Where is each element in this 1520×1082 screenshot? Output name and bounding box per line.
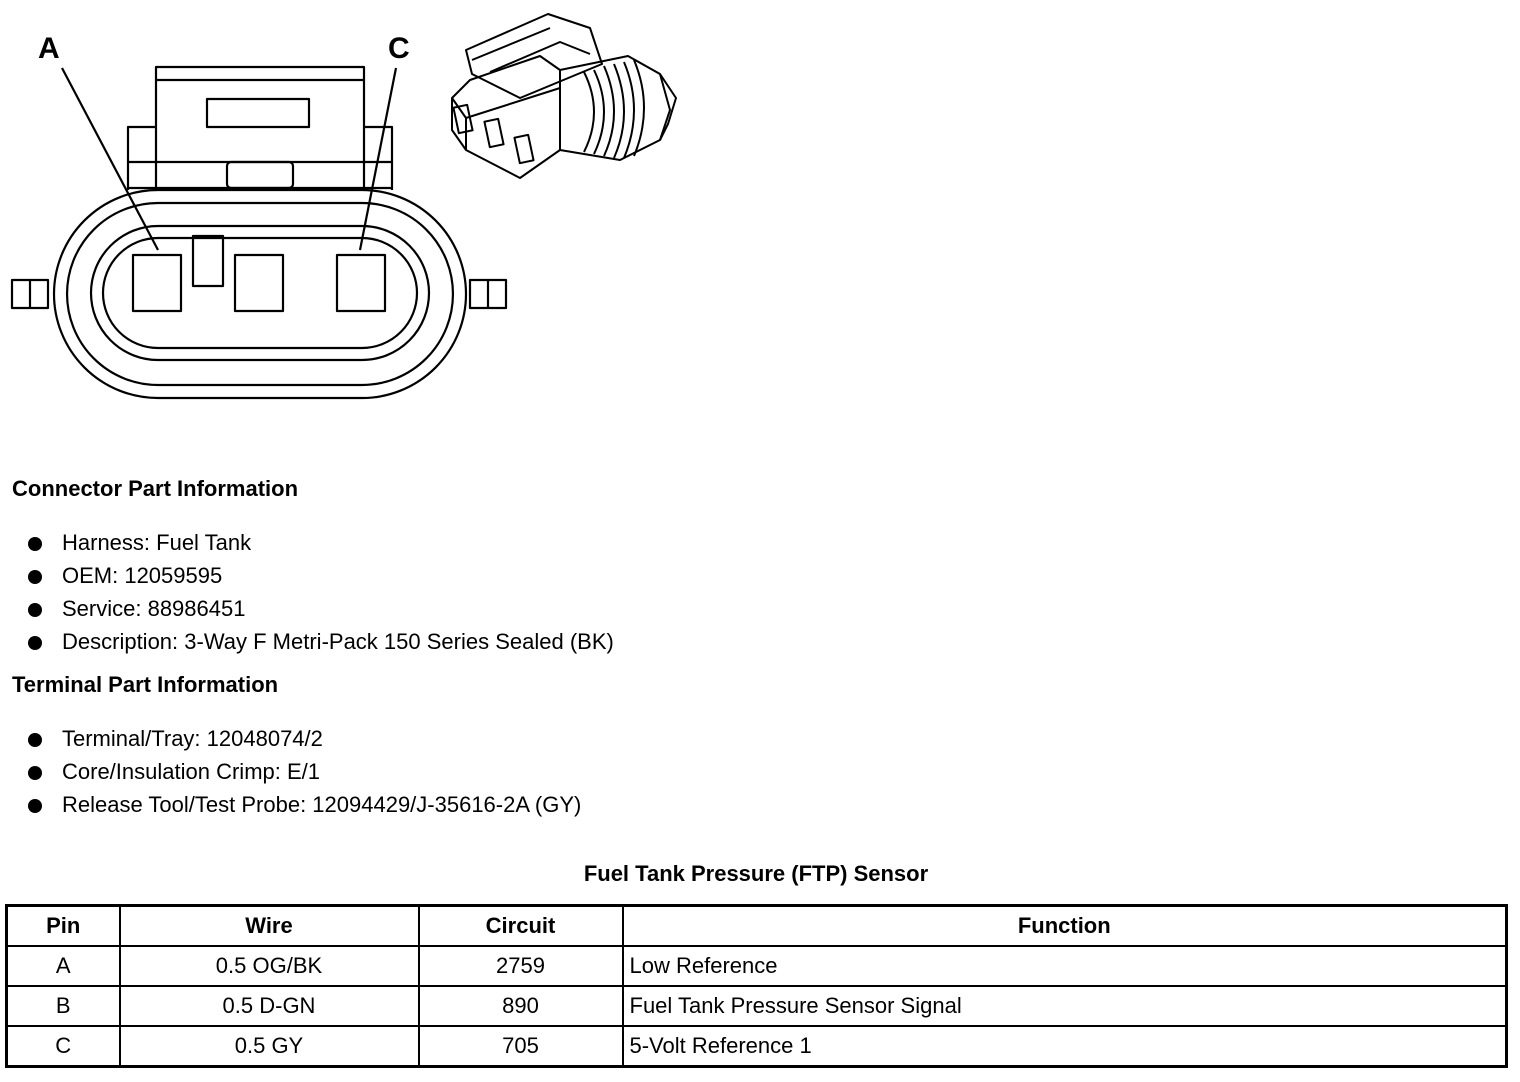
header-function: Function <box>621 904 1508 947</box>
connector-diagram: A C <box>10 13 677 400</box>
cell-function: Fuel Tank Pressure Sensor Signal <box>621 985 1508 1027</box>
cell-function: Low Reference <box>621 945 1508 987</box>
connector-perspective-view <box>451 13 677 179</box>
connector-latch-housing <box>154 65 366 190</box>
callout-a: A <box>38 32 60 65</box>
leader-line-c <box>358 67 398 251</box>
latch-tab <box>225 160 295 190</box>
cell-pin: B <box>5 985 121 1027</box>
cavity-b <box>233 253 285 313</box>
cell-circuit: 890 <box>417 985 624 1027</box>
cell-pin: C <box>5 1025 121 1068</box>
list-item: Harness: Fuel Tank <box>28 530 614 563</box>
callout-c: C <box>388 32 410 65</box>
header-circuit: Circuit <box>417 904 624 947</box>
list-item: Description: 3-Way F Metri-Pack 150 Seri… <box>28 629 614 662</box>
table-row: C 0.5 GY 705 5-Volt Reference 1 <box>5 1025 1508 1068</box>
list-item: Service: 88986451 <box>28 596 614 629</box>
list-item: Release Tool/Test Probe: 12094429/J-3561… <box>28 792 581 825</box>
cavity-a <box>131 253 183 313</box>
cell-circuit: 2759 <box>417 945 624 987</box>
leader-line-a <box>61 67 159 251</box>
cell-wire: 0.5 D-GN <box>118 985 420 1027</box>
cavity-c <box>335 253 387 313</box>
connector-part-info-heading: Connector Part Information <box>12 476 299 501</box>
cell-wire: 0.5 GY <box>118 1025 420 1068</box>
list-item: Core/Insulation Crimp: E/1 <box>28 759 581 792</box>
list-item: Terminal/Tray: 12048074/2 <box>28 726 581 759</box>
header-wire: Wire <box>118 904 420 947</box>
table-row: A 0.5 OG/BK 2759 Low Reference <box>5 945 1508 987</box>
cell-wire: 0.5 OG/BK <box>118 945 420 987</box>
list-item: OEM: 12059595 <box>28 563 614 596</box>
cell-function: 5-Volt Reference 1 <box>621 1025 1508 1068</box>
latch-window <box>205 97 311 129</box>
connector-part-info-list: Harness: Fuel Tank OEM: 12059595 Service… <box>28 530 614 662</box>
connector-outer-shell <box>52 188 468 400</box>
table-caption: Fuel Tank Pressure (FTP) Sensor <box>583 861 929 886</box>
terminal-part-info-heading: Terminal Part Information <box>12 672 279 697</box>
table-header-row: Pin Wire Circuit Function <box>5 904 1508 947</box>
header-pin: Pin <box>5 904 121 947</box>
polarizing-key <box>191 234 225 288</box>
cell-circuit: 705 <box>417 1025 624 1068</box>
pinout-table: Pin Wire Circuit Function A 0.5 OG/BK 27… <box>5 904 1508 1068</box>
cell-pin: A <box>5 945 121 987</box>
terminal-part-info-list: Terminal/Tray: 12048074/2 Core/Insulatio… <box>28 726 581 825</box>
table-row: B 0.5 D-GN 890 Fuel Tank Pressure Sensor… <box>5 985 1508 1027</box>
